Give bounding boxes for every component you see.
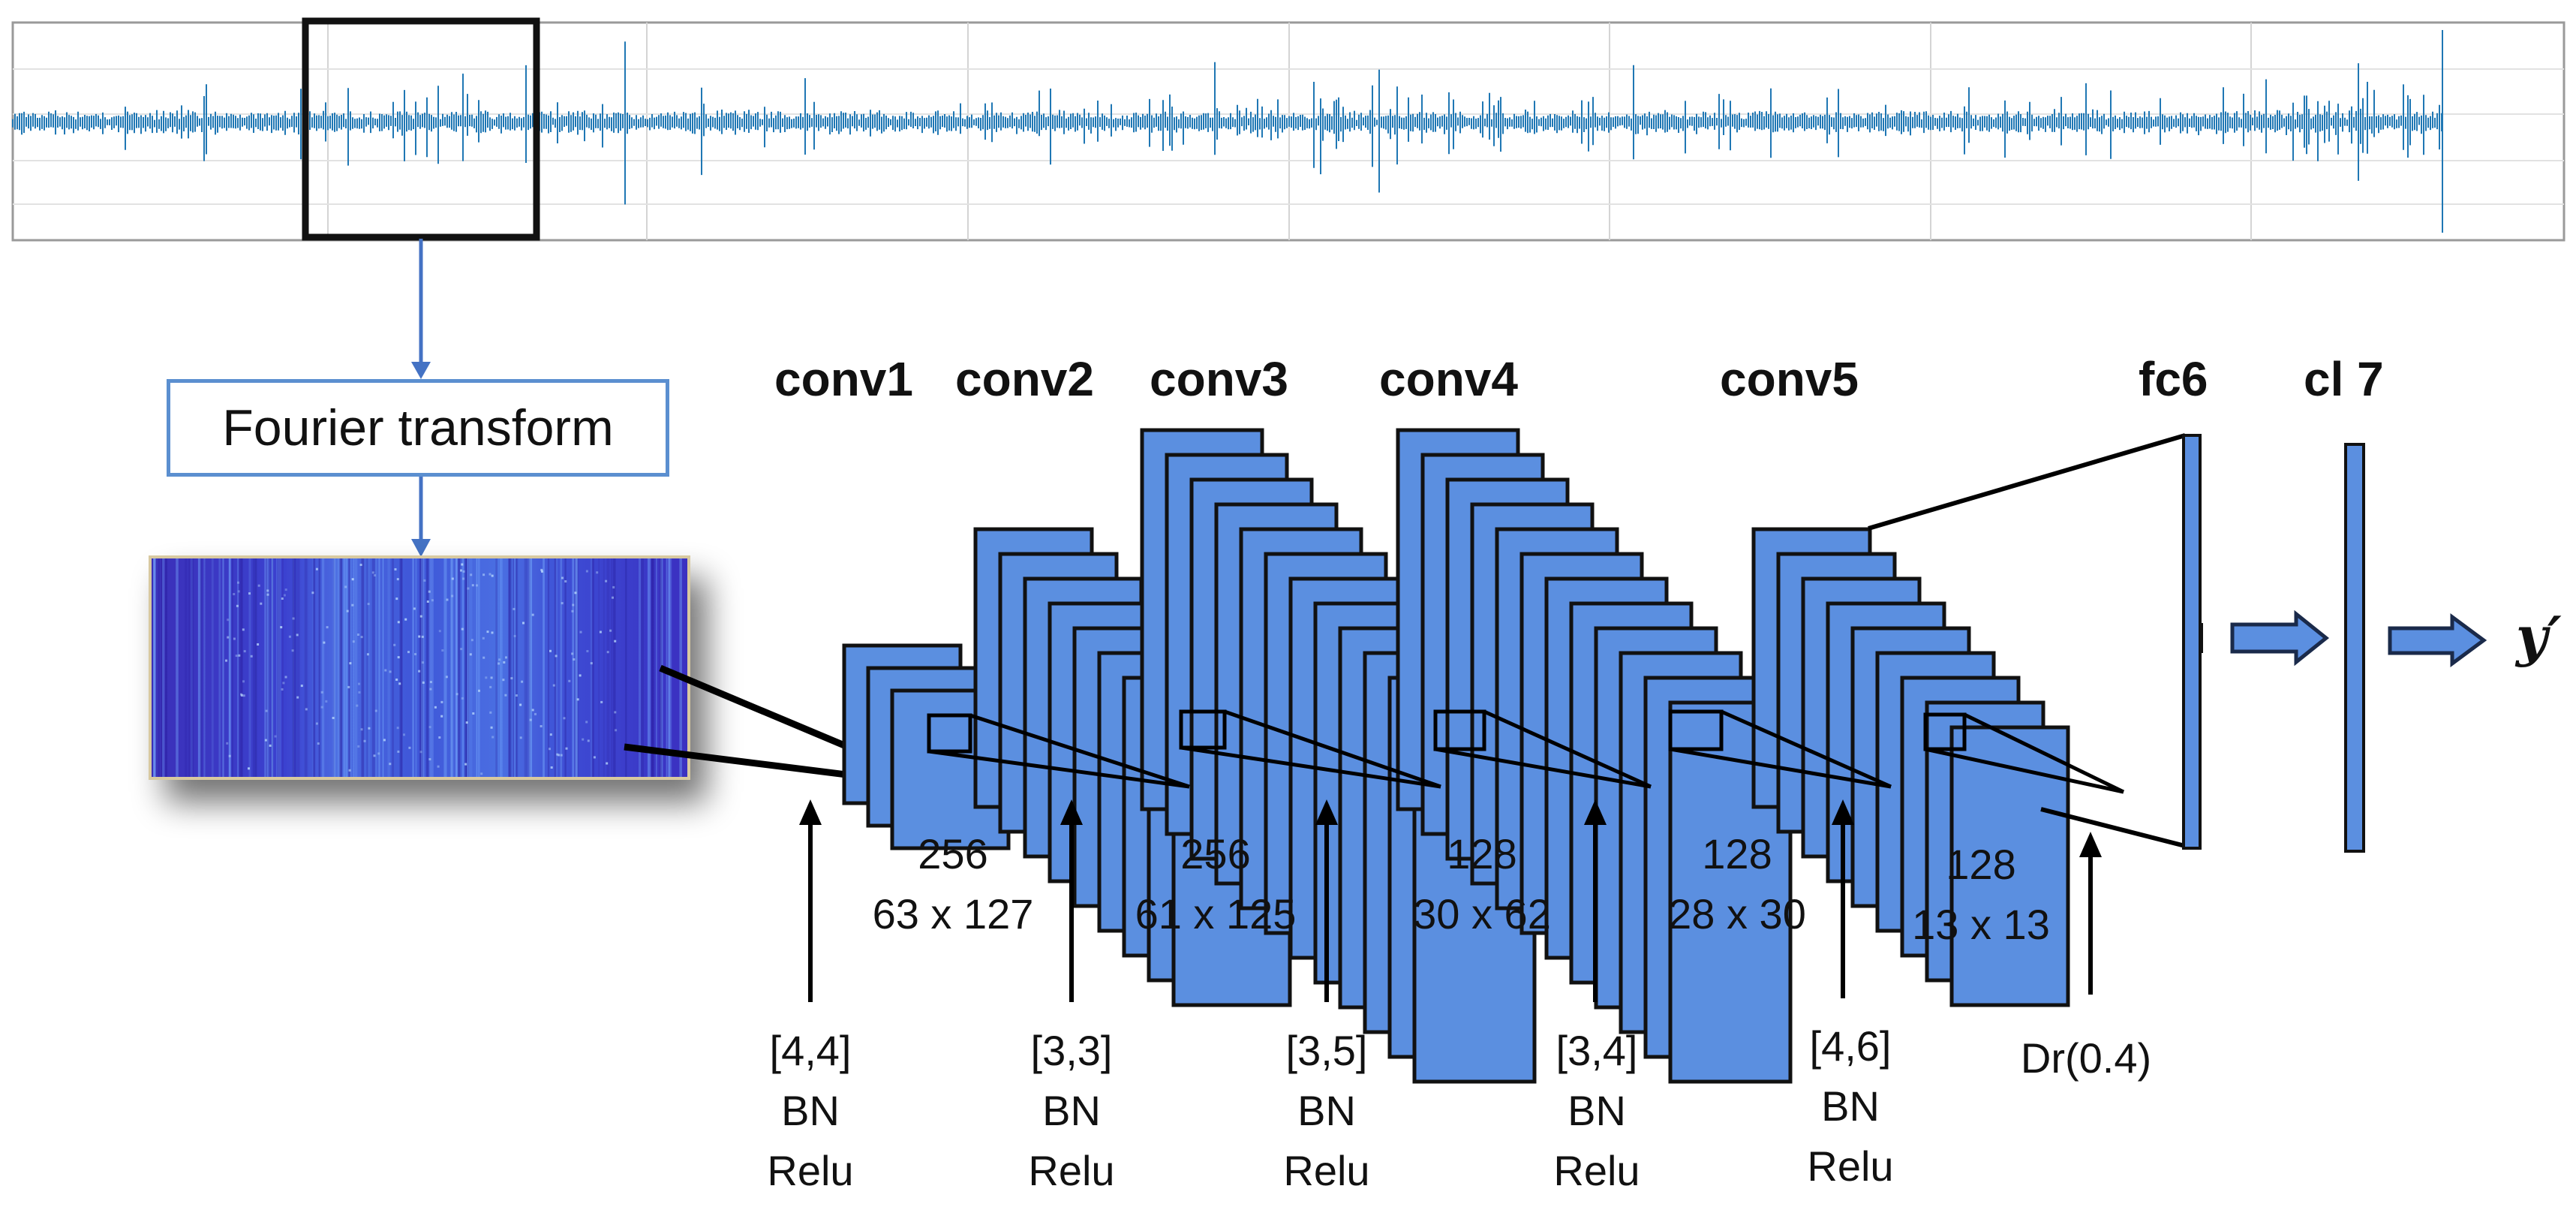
op-conv2-act: Relu <box>1028 1147 1115 1194</box>
op-conv2-kernel: [3,3] <box>1030 1027 1113 1074</box>
waveform-signal <box>12 30 2443 233</box>
op-conv3-act: Relu <box>1283 1147 1370 1194</box>
op-conv2-norm: BN <box>1042 1087 1101 1134</box>
output-label: y′ <box>2516 604 2562 668</box>
op-conv4-norm: BN <box>1568 1087 1626 1134</box>
op-conv5-norm: BN <box>1821 1082 1880 1130</box>
fourier-transform-label: Fourier transform <box>222 399 614 456</box>
conv4-size: 28 x 30 <box>1668 890 1806 938</box>
conv2-dims: 256 61 x 125 <box>1111 824 1321 944</box>
conv1-feature-maps: 256 <box>918 830 988 877</box>
layer-name-conv4: conv4 <box>1379 352 1518 406</box>
conv2-feature-maps: 256 <box>1180 830 1251 877</box>
op-conv3: [3,5] BN Relu <box>1237 1021 1417 1201</box>
op-conv1: [4,4] BN Relu <box>720 1021 900 1201</box>
kernel-conv3 <box>1433 709 1652 789</box>
op-conv1-norm: BN <box>781 1087 840 1134</box>
conv5-size: 13 x 13 <box>1912 901 2050 948</box>
operation-arrows <box>799 799 2102 1002</box>
spectrogram-image <box>149 555 690 780</box>
layer-name-conv2: conv2 <box>955 352 1094 406</box>
op-fc6: Dr(0.4) <box>1981 1028 2191 1088</box>
waveform-panel <box>11 17 2565 242</box>
kernel-conv4 <box>1668 709 1892 789</box>
conv3-dims: 128 30 x 62 <box>1381 824 1583 944</box>
feature-map <box>1949 725 2070 1007</box>
op-conv1-act: Relu <box>767 1147 854 1194</box>
up-arrow-icon <box>1315 799 1338 1002</box>
kernel-conv2 <box>1179 709 1441 789</box>
conv3-feature-maps: 128 <box>1447 830 1517 877</box>
op-conv2: [3,3] BN Relu <box>981 1021 1162 1201</box>
conv1-size: 63 x 127 <box>872 890 1034 938</box>
layer-name-conv5: conv5 <box>1720 352 1859 406</box>
op-conv3-norm: BN <box>1297 1087 1356 1134</box>
op-conv4-act: Relu <box>1553 1147 1640 1194</box>
conv5-feature-maps: 128 <box>1946 841 2016 888</box>
kernel-conv1 <box>927 713 1190 789</box>
kernel-projections <box>927 709 2125 794</box>
kernel-conv5 <box>1923 712 2125 794</box>
right-arrow-icon <box>2230 610 2330 667</box>
conv4-feature-maps: 128 <box>1702 830 1772 877</box>
fourier-to-spectrogram-arrow <box>411 477 431 557</box>
op-conv5: [4,6] BN Relu <box>1760 1016 1940 1196</box>
op-conv5-kernel: [4,6] <box>1809 1022 1892 1070</box>
op-conv4: [3,4] BN Relu <box>1507 1021 1687 1201</box>
conv2-size: 61 x 125 <box>1135 890 1297 938</box>
conv3-size: 30 x 62 <box>1413 890 1551 938</box>
fc6-funnel <box>1868 433 2203 850</box>
op-conv1-kernel: [4,4] <box>769 1027 852 1074</box>
right-arrow-icon <box>2388 613 2487 667</box>
up-arrow-icon <box>799 799 822 1002</box>
layer-name-conv1: conv1 <box>774 352 913 406</box>
up-arrow-icon <box>2079 832 2102 995</box>
layer-name-conv3: conv3 <box>1150 352 1288 406</box>
up-arrow-icon <box>1832 799 1854 998</box>
op-fc6-dropout: Dr(0.4) <box>2020 1034 2152 1082</box>
op-conv4-kernel: [3,4] <box>1556 1027 1638 1074</box>
layer-name-fc6: fc6 <box>2139 352 2208 406</box>
up-arrow-icon <box>1584 799 1607 1002</box>
op-conv3-kernel: [3,5] <box>1285 1027 1368 1074</box>
layer-name-cl7: cl 7 <box>2304 352 2384 406</box>
selection-to-fourier-arrow <box>411 239 431 379</box>
fc6-layer-bar <box>2182 434 2202 850</box>
fourier-transform-box: Fourier transform <box>167 379 669 477</box>
cl7-layer-bar <box>2344 443 2365 853</box>
conv1-dims: 256 63 x 127 <box>848 824 1058 944</box>
conv5-dims: 128 13 x 13 <box>1883 835 2079 955</box>
selection-window <box>302 17 540 241</box>
conv-blocks <box>842 428 2070 1084</box>
conv1-stack <box>842 643 1011 850</box>
conv4-dims: 128 28 x 30 <box>1636 824 1838 944</box>
op-conv5-act: Relu <box>1807 1142 1894 1190</box>
up-arrow-icon <box>1060 799 1083 1002</box>
